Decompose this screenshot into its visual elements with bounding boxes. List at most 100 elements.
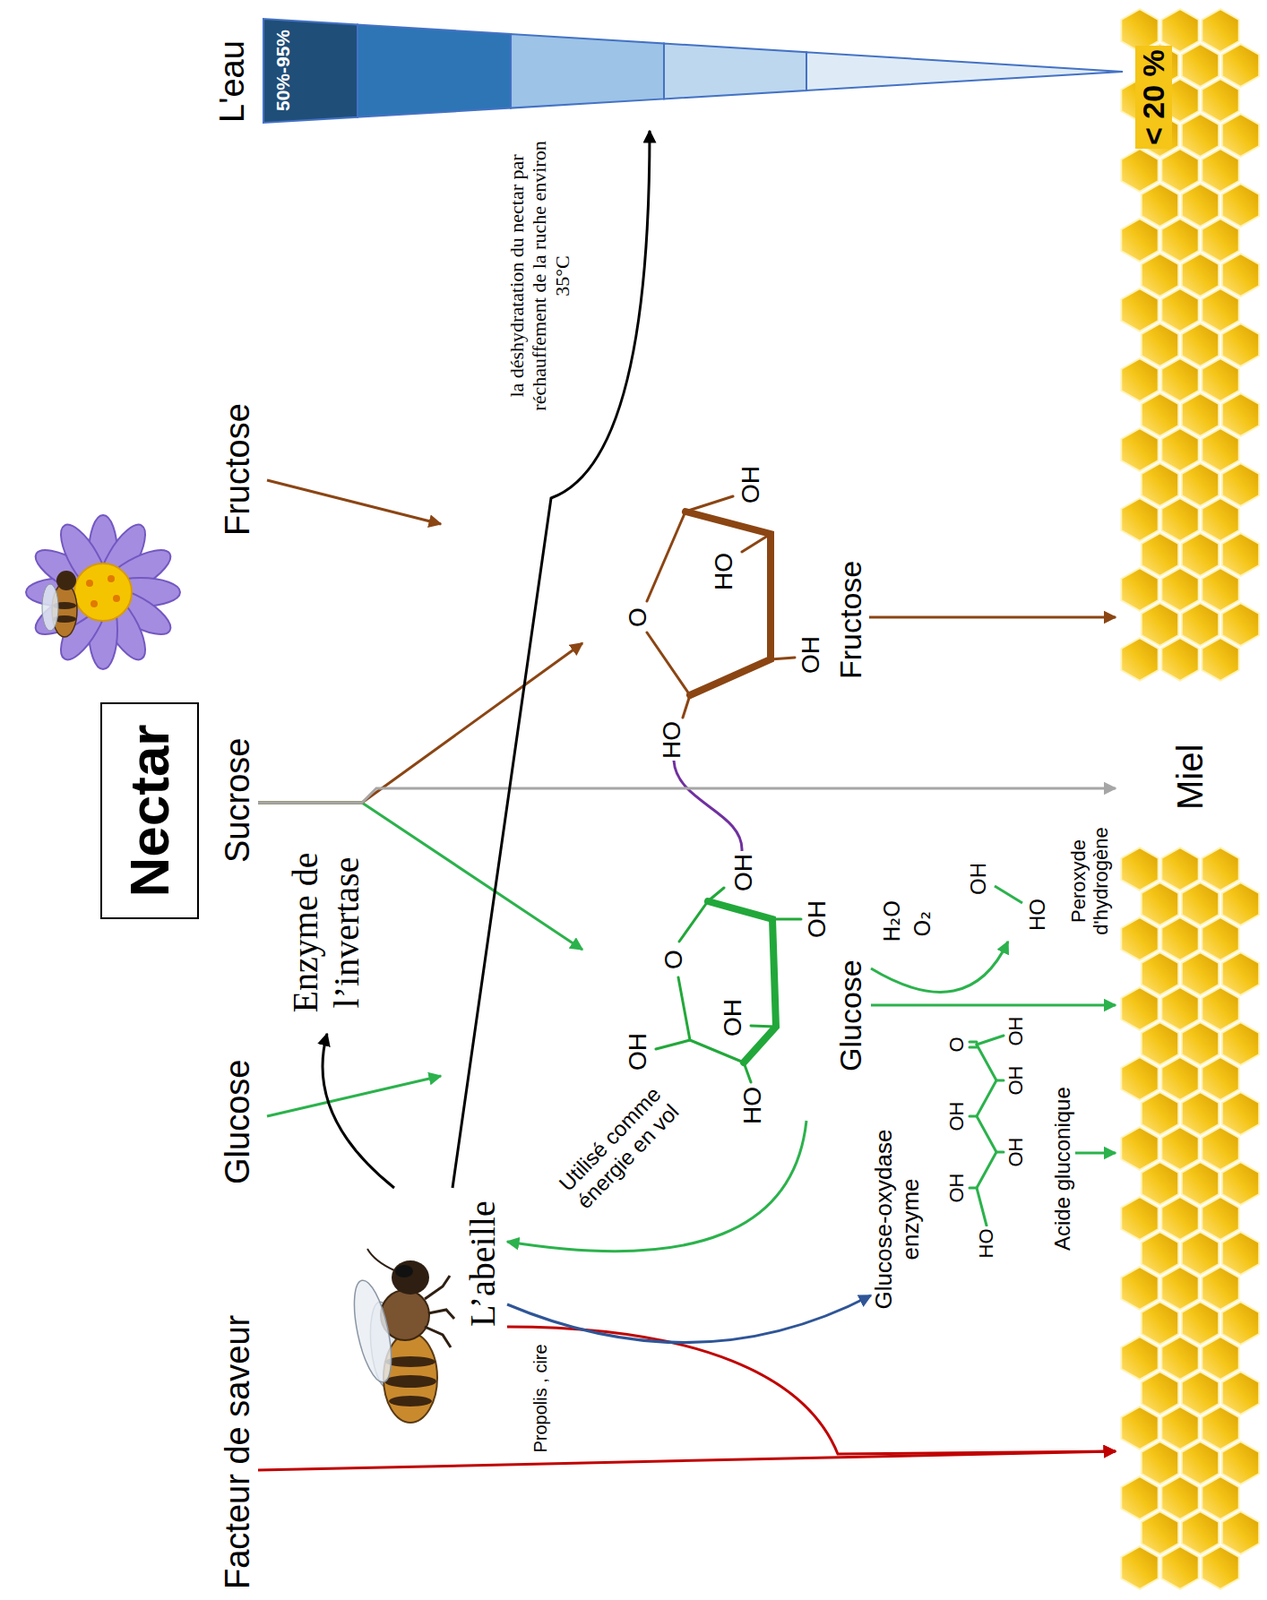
bee-node: L’abeille xyxy=(347,1188,508,1426)
bee-picture xyxy=(346,1249,455,1423)
node-text: Glucose xyxy=(833,959,869,1072)
water-wedge: L'eau50%-95% xyxy=(211,9,1128,131)
honeycomb-cell xyxy=(1181,1162,1219,1206)
honeycomb-cell xyxy=(1120,847,1158,891)
node-text: 50%-95% xyxy=(272,9,294,131)
node-text: Peroxyde d'hydrogène xyxy=(1067,820,1113,942)
node-text: Glucose xyxy=(218,1060,259,1185)
honeycomb-cell xyxy=(1201,1267,1239,1311)
honeycomb-cell xyxy=(1181,113,1219,157)
honeycomb-cell xyxy=(1201,987,1239,1031)
honeycomb-cell xyxy=(1141,1511,1179,1555)
honeycomb-cell xyxy=(1161,148,1199,192)
chem-label: OH xyxy=(730,852,759,894)
sucrose-label: Sucrose xyxy=(218,738,259,863)
honeycomb-cell xyxy=(1201,637,1239,681)
honeycomb-cell xyxy=(1161,1267,1199,1311)
honeycomb-cell xyxy=(1201,1476,1239,1520)
glucose-oxidase-label: Glucose-oxydase enzyme xyxy=(870,1107,925,1332)
honeycomb-cell xyxy=(1222,253,1259,297)
honeycomb-cell xyxy=(1161,428,1199,472)
honeycomb-cell xyxy=(1181,463,1219,507)
honeycomb-cell xyxy=(1201,1057,1239,1101)
honeycomb-cell xyxy=(1120,498,1158,542)
honeycomb-cell xyxy=(1120,1127,1158,1171)
honeycomb-cell xyxy=(1222,1301,1259,1345)
honeycomb-cell xyxy=(1201,428,1239,472)
honeycomb-cell xyxy=(1201,498,1239,542)
honeycomb-cell xyxy=(1201,8,1239,52)
invertase-label: Enzyme de l’invertase xyxy=(284,831,368,1035)
honeycomb-cell xyxy=(1201,1197,1239,1241)
chem-label: HO xyxy=(975,1227,998,1261)
honeycomb-cell xyxy=(1141,393,1179,437)
connector-layer xyxy=(258,130,1116,1471)
chem-label: OH xyxy=(803,898,832,940)
honeycomb-cell xyxy=(1161,847,1199,891)
water-band xyxy=(663,43,807,100)
chem-label: HO xyxy=(739,1085,768,1127)
honeycomb-cell xyxy=(1181,1511,1219,1555)
connector-arrow xyxy=(258,788,1116,803)
honeycomb-cell xyxy=(1181,952,1219,996)
chem-label: OH xyxy=(966,861,991,897)
honeycomb-cell xyxy=(1161,498,1199,542)
honeycomb-cell xyxy=(1201,358,1239,402)
chem-label: OH xyxy=(1005,1136,1027,1170)
connector-arrow xyxy=(507,1295,871,1344)
node-text: L’abeille xyxy=(462,1200,504,1328)
honeycomb-cell xyxy=(1222,952,1259,996)
honeycomb-cell xyxy=(1161,218,1199,262)
node-text: Facteur de saveur xyxy=(218,1315,259,1590)
edge-label: la déshydratation du nectar par réchauff… xyxy=(505,130,574,422)
honeycomb-cell xyxy=(1201,288,1239,332)
water-band xyxy=(806,51,1123,91)
chem-label: OH xyxy=(719,997,748,1039)
honeycomb-cell xyxy=(1161,1127,1199,1171)
chem-label: O xyxy=(624,605,653,630)
chem-label: HO xyxy=(658,719,687,761)
nectar-box: Nectar xyxy=(100,702,199,920)
honeycomb-cell xyxy=(1181,603,1219,647)
honeycomb-cell xyxy=(1161,568,1199,612)
honeycomb-cell xyxy=(1181,1232,1219,1276)
honeycomb-cell xyxy=(1141,1441,1179,1485)
leader-arrows xyxy=(267,480,441,1117)
honeycomb-cell xyxy=(1222,1232,1259,1276)
honeycomb-cell xyxy=(1181,1092,1219,1136)
node-text: Fructose xyxy=(833,560,869,680)
connector-arrow xyxy=(1075,1152,1116,1155)
honeycomb-cell xyxy=(1201,917,1239,961)
honeycomb-cell xyxy=(1141,1162,1179,1206)
honeycomb-cell xyxy=(1161,1057,1199,1101)
honeycomb-cell xyxy=(1161,1476,1199,1520)
connector-arrow xyxy=(452,130,650,1189)
honeycomb-cell xyxy=(1161,987,1199,1031)
honeycomb-cell xyxy=(1141,533,1179,577)
node-text: Nectar xyxy=(117,724,181,898)
honeycomb-cell xyxy=(1141,1092,1179,1136)
glucose-ring xyxy=(655,887,802,1083)
honeycomb-cell xyxy=(1181,1371,1219,1415)
honeycomb-cell xyxy=(1120,1336,1158,1380)
glucose-molecule: Glucose xyxy=(582,843,871,1121)
honeycomb-cell xyxy=(1222,1092,1259,1136)
honeycomb-cell xyxy=(1120,568,1158,612)
honeycomb-cell xyxy=(1201,218,1239,262)
honeycomb-cell xyxy=(1161,1336,1199,1380)
honeycomb-cell xyxy=(1141,603,1179,647)
honeycomb-cell xyxy=(1181,393,1219,437)
honeycomb-cell xyxy=(1120,428,1158,472)
honeycomb-cell xyxy=(1222,1511,1259,1555)
connector-arrow xyxy=(258,643,583,803)
chem-label: HO xyxy=(1025,896,1050,933)
honeycomb-cell xyxy=(1141,952,1179,996)
honeycomb-cell xyxy=(1120,148,1158,192)
chem-label: O xyxy=(660,948,689,972)
fructose-ring xyxy=(646,496,795,718)
honeycomb-cell xyxy=(1141,323,1179,367)
flavour-label: Facteur de saveur xyxy=(218,1315,259,1590)
honeycomb-cell xyxy=(1222,183,1259,227)
honeycomb-cell xyxy=(1181,253,1219,297)
